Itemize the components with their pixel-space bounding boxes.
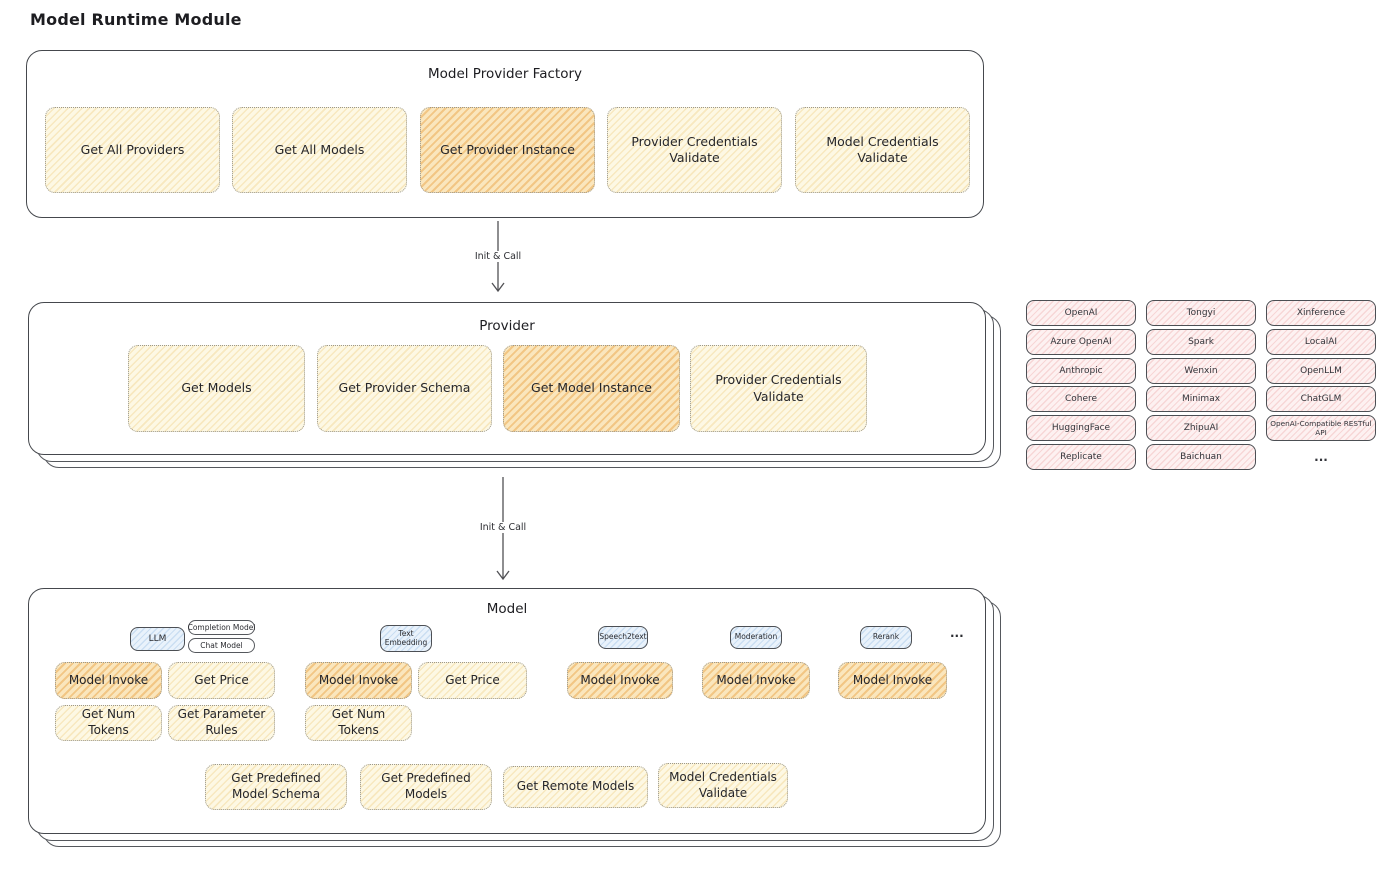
diagram-title: Model Runtime Module [30, 10, 242, 29]
model-tags-ellipsis: ... [950, 626, 964, 640]
provider-pill-minimax: Minimax [1146, 386, 1256, 413]
action-moderation-model-invoke: Model Invoke [702, 662, 810, 699]
provider-pill-baichuan: Baichuan [1146, 443, 1256, 470]
provider-pill-replicate: Replicate [1026, 443, 1136, 470]
arrow-label-init-call-1: Init & Call [470, 251, 526, 262]
provider-pill-spark: Spark [1146, 328, 1256, 355]
action-get-all-providers: Get All Providers [45, 107, 220, 193]
provider-section: Provider Get Models Get Provider Schema … [28, 302, 1001, 468]
provider-pill-openai-compatible: OpenAI-Compatible RESTful API [1266, 415, 1376, 442]
provider-pill-wenxin: Wenxin [1146, 357, 1256, 384]
provider-pill-huggingface: HuggingFace [1026, 415, 1136, 442]
action-get-provider-schema: Get Provider Schema [317, 345, 492, 432]
action-provider-credentials-validate: Provider Credentials Validate [607, 107, 782, 193]
provider-list-ellipsis: ... [1314, 449, 1328, 464]
provider-pill-anthropic: Anthropic [1026, 357, 1136, 384]
provider-pill-zhipuai: ZhipuAI [1146, 415, 1256, 442]
action-get-remote-models: Get Remote Models [503, 766, 648, 808]
action-provider-credentials-validate-2: Provider Credentials Validate [690, 345, 867, 432]
action-embedding-get-num-tokens: Get Num Tokens [305, 705, 412, 741]
tag-llm: LLM [130, 627, 185, 651]
action-llm-get-num-tokens: Get Num Tokens [55, 705, 162, 741]
tag-rerank: Rerank [860, 626, 912, 649]
action-get-model-instance: Get Model Instance [503, 345, 680, 432]
action-get-provider-instance: Get Provider Instance [420, 107, 595, 193]
action-embedding-get-price: Get Price [418, 662, 527, 699]
action-get-all-models: Get All Models [232, 107, 407, 193]
action-get-parameter-rules: Get Parameter Rules [168, 705, 275, 741]
provider-label: Provider [479, 318, 535, 334]
action-get-predefined-models: Get Predefined Models [360, 764, 492, 810]
action-rerank-model-invoke: Model Invoke [838, 662, 947, 699]
action-model-credentials-validate-2: Model Credentials Validate [658, 763, 788, 808]
arrow-label-init-call-2: Init & Call [475, 522, 531, 533]
model-label: Model [486, 601, 528, 617]
provider-pill-chatglm: ChatGLM [1266, 386, 1376, 413]
factory-section: Model Provider Factory Get All Providers… [26, 50, 984, 218]
provider-pill-tongyi: Tongyi [1146, 300, 1256, 326]
provider-pill-openllm: OpenLLM [1266, 357, 1376, 384]
action-get-predefined-model-schema: Get Predefined Model Schema [205, 764, 347, 810]
action-embedding-model-invoke: Model Invoke [305, 662, 412, 699]
tag-completion-model: Completion Model [188, 620, 255, 635]
model-section: Model LLM Completion Model Chat Model Te… [28, 588, 1001, 847]
action-speech2text-model-invoke: Model Invoke [567, 662, 673, 699]
action-llm-get-price: Get Price [168, 662, 275, 699]
provider-pill-openai: OpenAI [1026, 300, 1136, 326]
provider-pill-localai: LocalAI [1266, 328, 1376, 355]
tag-speech2text: Speech2text [598, 626, 648, 649]
provider-list: OpenAI Tongyi Xinference Azure OpenAI Sp… [1026, 300, 1376, 470]
tag-moderation: Moderation [730, 626, 782, 649]
action-llm-model-invoke: Model Invoke [55, 662, 162, 699]
action-get-models: Get Models [128, 345, 305, 432]
provider-pill-cohere: Cohere [1026, 386, 1136, 413]
tag-chat-model: Chat Model [188, 638, 255, 653]
factory-label: Model Provider Factory [427, 66, 582, 82]
provider-pill-azure-openai: Azure OpenAI [1026, 328, 1136, 355]
tag-text-embedding: Text Embedding [380, 625, 432, 652]
provider-pill-xinference: Xinference [1266, 300, 1376, 326]
action-model-credentials-validate: Model Credentials Validate [795, 107, 970, 193]
